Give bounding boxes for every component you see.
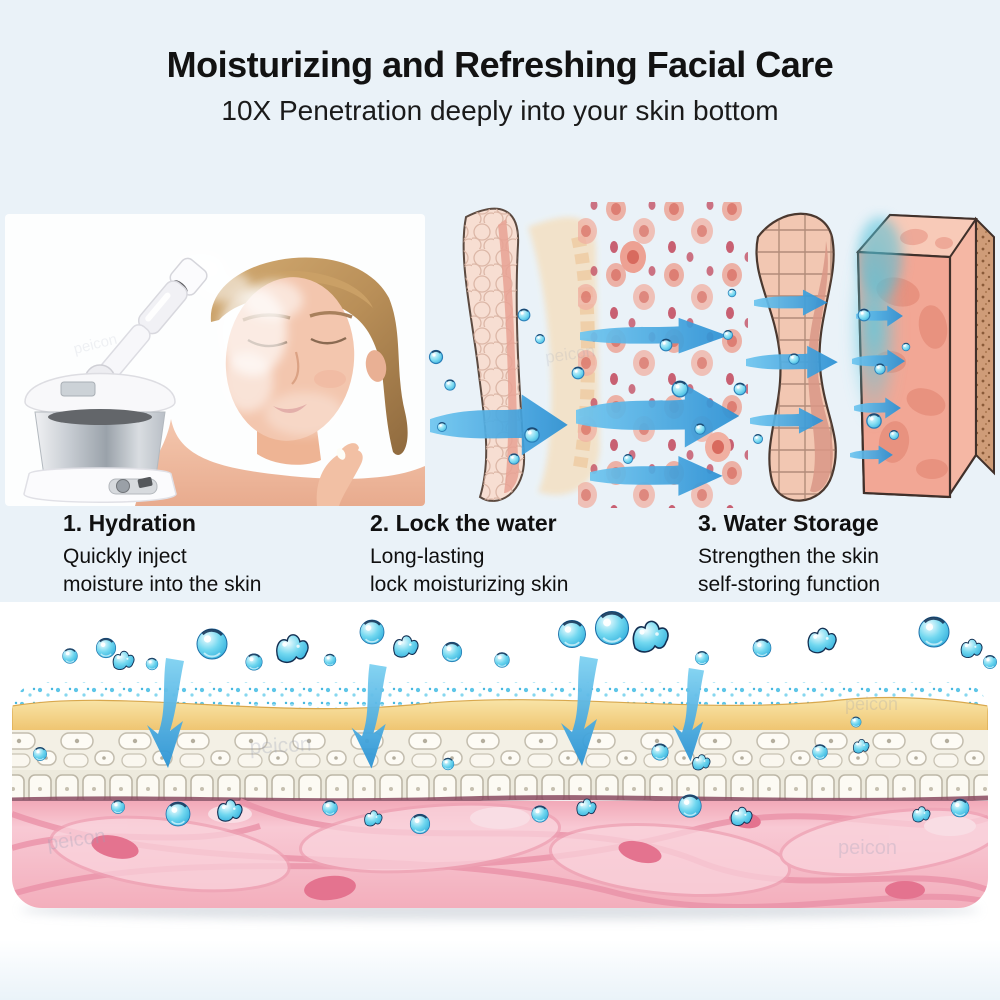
hand — [316, 443, 363, 506]
mesh-edge — [808, 241, 833, 493]
cell-particles-field — [578, 202, 748, 508]
tank-opening — [48, 409, 152, 425]
steamer-display — [60, 381, 96, 397]
block-side — [975, 216, 995, 476]
skin-cross-section-illustration: peicon peicon peicon peicon — [12, 609, 998, 920]
absorbed-moisture-glow — [858, 217, 902, 297]
surface-droplets — [61, 609, 998, 672]
shoulders — [135, 419, 425, 506]
power-button — [137, 477, 153, 488]
steamer-and-face-photo: peicon — [5, 214, 425, 506]
hair-top — [221, 271, 373, 314]
skin-layers: peicon peicon peicon peicon — [12, 682, 988, 908]
cell-nucleus — [712, 440, 724, 454]
hair — [210, 257, 408, 455]
watermark: peicon — [845, 694, 898, 714]
control-knob — [116, 479, 130, 493]
basement-membrane — [12, 795, 988, 804]
step-1-heading: 1. Hydration — [63, 510, 196, 536]
nose — [291, 351, 300, 385]
skin-penetration-diagram: peicon — [428, 202, 995, 508]
steamer-nozzle-arm — [97, 257, 208, 383]
cell-nucleus — [627, 250, 639, 264]
watermark: peicon — [838, 837, 897, 859]
ear — [365, 350, 387, 382]
basal-cell-row — [12, 770, 988, 800]
mist-on-face — [219, 280, 345, 436]
fingernail — [336, 448, 346, 460]
cheek — [314, 370, 346, 388]
step-2-heading: 2. Lock the water — [370, 510, 557, 536]
subtitle: 10X Penetration deeply into your skin bo… — [221, 95, 779, 126]
main-title: Moisturizing and Refreshing Facial Care — [166, 44, 834, 85]
cell-nuclei — [91, 811, 925, 901]
closed-eye-right — [310, 336, 347, 345]
facial-steamer-illustration: peicon — [23, 252, 251, 503]
step-3-heading: 3. Water Storage — [698, 510, 879, 536]
woman-face-illustration — [135, 257, 425, 506]
watermark: peicon — [249, 733, 312, 759]
eyebrow-right — [309, 311, 353, 319]
